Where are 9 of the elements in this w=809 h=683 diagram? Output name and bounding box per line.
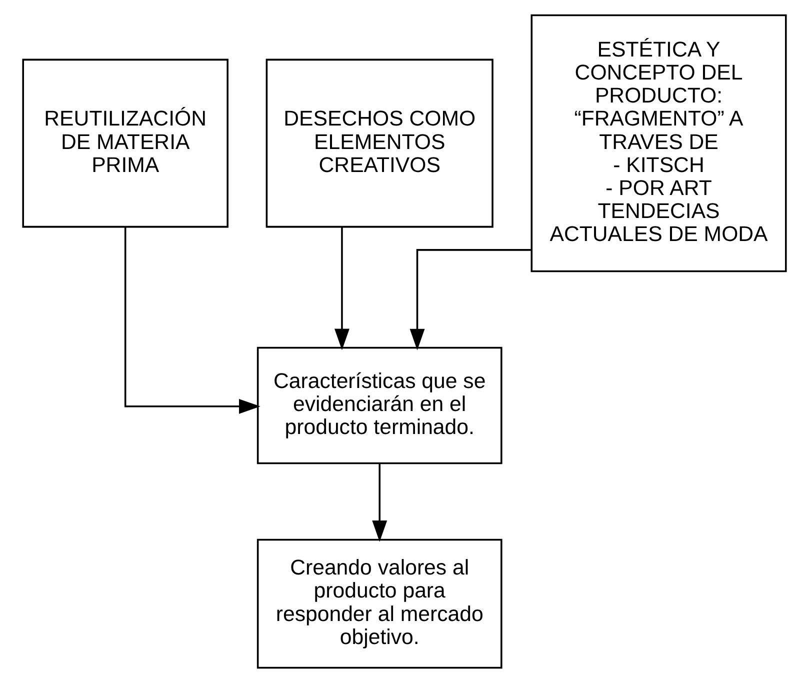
arrow bbox=[410, 249, 531, 350]
arrow bbox=[124, 227, 260, 414]
arrow bbox=[372, 463, 388, 542]
node-box: ESTÉTICA Y CONCEPTO DEL PRODUCTO: “FRAGMENTO” A TRAVES DE - KITSCH - POR ART TENDECIAS ACTUALES DE MODA bbox=[530, 14, 787, 272]
node-box: DESECHOS COMO ELEMENTOS CREATIVOS bbox=[266, 58, 494, 228]
node-box: Creando valores al producto para responder al mercado objetivo. bbox=[256, 538, 502, 669]
node-box: REUTILIZACIÓN DE MATERIA PRIMA bbox=[22, 58, 228, 228]
arrow bbox=[334, 226, 350, 350]
node-box: Características que se evidenciarán en el producto terminado. bbox=[256, 346, 502, 464]
